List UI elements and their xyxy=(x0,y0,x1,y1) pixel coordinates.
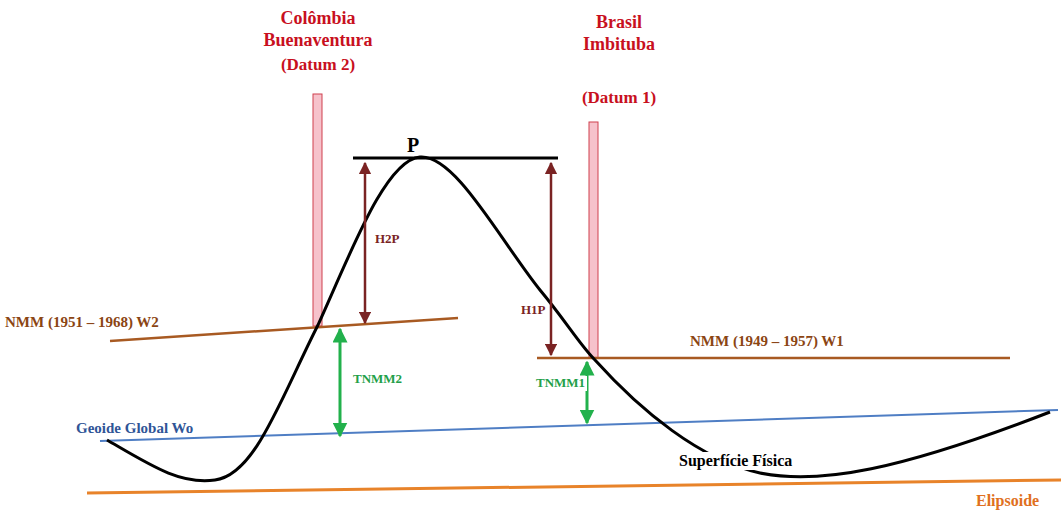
datum-name: Colômbia xyxy=(280,8,355,29)
height-label: H2P xyxy=(373,232,402,247)
physical-surface xyxy=(107,157,1050,481)
height-arrow xyxy=(550,163,553,355)
datum-label: (Datum 2) xyxy=(281,55,355,75)
sst-arrow xyxy=(339,329,342,436)
sst-arrow xyxy=(586,362,589,423)
tide-gauge-pillar xyxy=(589,122,598,358)
ellipsoid-line xyxy=(87,480,1061,493)
point-level-line xyxy=(353,157,558,160)
msl-label: NMM (1949 – 1957) W1 xyxy=(690,333,844,350)
datum-label: (Datum 1) xyxy=(582,88,656,108)
datum-name: Imbituba xyxy=(583,34,655,55)
msl-label: NMM (1951 – 1968) W2 xyxy=(5,314,159,331)
point-label: P xyxy=(407,134,419,157)
datum-name: Buenaventura xyxy=(263,30,372,51)
msl-line xyxy=(537,357,1010,360)
height-label: H1P xyxy=(519,303,548,318)
ellipsoid-label: Elipsoide xyxy=(976,492,1039,510)
datum-name: Brasil xyxy=(596,12,642,33)
sst-label: TNMM1 xyxy=(534,376,587,391)
height-arrow xyxy=(364,163,367,323)
tide-gauge-pillar xyxy=(313,94,322,326)
msl-line xyxy=(110,318,458,341)
geoid-label: Geoide Global Wo xyxy=(74,420,195,437)
surface-label: Superfície Física xyxy=(677,452,794,470)
sst-label: TNMM2 xyxy=(351,372,404,387)
geoid-line xyxy=(100,410,1058,441)
